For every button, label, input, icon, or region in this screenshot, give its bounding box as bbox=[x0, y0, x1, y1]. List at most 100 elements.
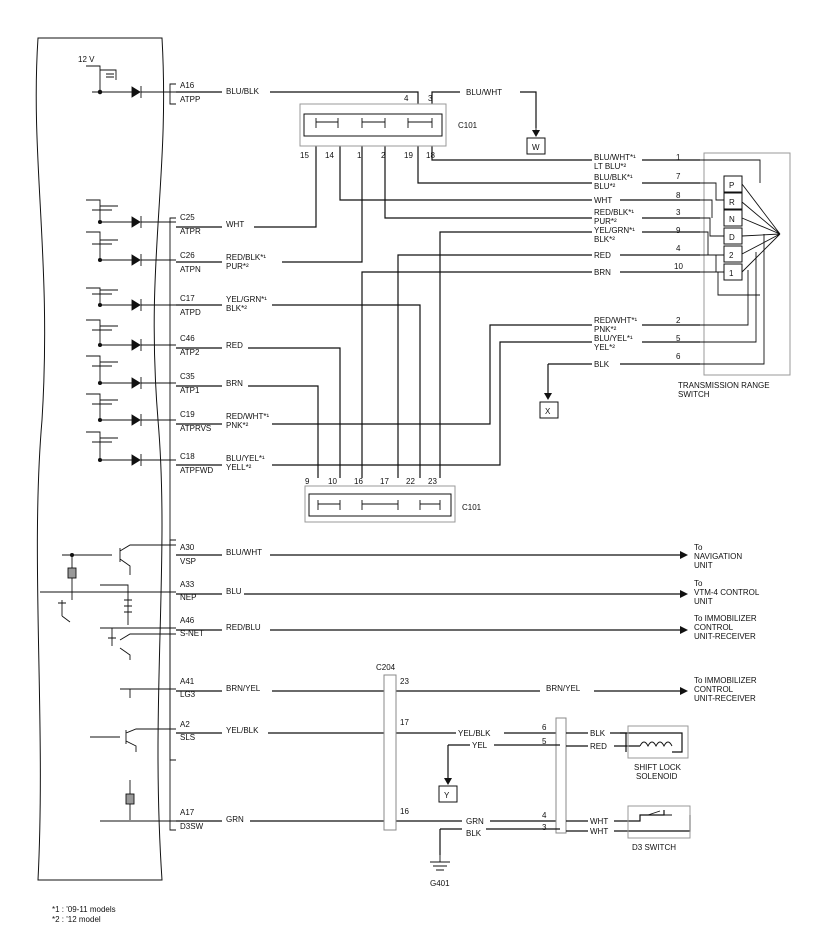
ground-icon bbox=[430, 855, 450, 871]
c101-top-wire3: BLU/WHT bbox=[466, 88, 502, 97]
trs-wire-9: YEL/GRN*¹ bbox=[594, 226, 635, 235]
w-ref-box bbox=[526, 137, 546, 155]
y-ref-label: Y bbox=[444, 791, 450, 800]
sl-wire-yel: YEL bbox=[472, 741, 488, 750]
wires-middle bbox=[176, 231, 700, 478]
c204-pin17: 17 bbox=[400, 718, 409, 727]
y-ref-box bbox=[438, 785, 458, 803]
pin-a46: A46 bbox=[180, 616, 195, 625]
pin-a33: A33 bbox=[180, 580, 195, 589]
pin-a17-name: D3SW bbox=[180, 822, 204, 831]
trs-num-5: 5 bbox=[676, 334, 681, 343]
trs-pos-2: 2 bbox=[729, 251, 734, 260]
pin-c35: C35 bbox=[180, 372, 195, 381]
c204-wire-brnyel: BRN/YEL bbox=[546, 684, 581, 693]
wire-c17: YEL/GRN*¹ bbox=[226, 295, 267, 304]
trs-wire-5b: YEL*² bbox=[594, 343, 615, 352]
d3-title: D3 SWITCH bbox=[632, 843, 676, 852]
trs-num-10: 10 bbox=[674, 262, 683, 271]
pin-c46-name: ATP2 bbox=[180, 348, 200, 357]
trs-wire-8: WHT bbox=[594, 196, 612, 205]
pin-c17-name: ATPD bbox=[180, 308, 201, 317]
d3-wire-grn: GRN bbox=[466, 817, 484, 826]
d3-switch-box bbox=[627, 805, 691, 839]
supply-circuit bbox=[86, 65, 176, 98]
trs-wire-4: RED bbox=[594, 251, 611, 260]
sl-pin6: 6 bbox=[542, 723, 547, 732]
pin-a46-name: S-NET bbox=[180, 629, 204, 638]
pin-a2-name: SLS bbox=[180, 733, 195, 742]
dest-nav-2: NAVIGATION bbox=[694, 552, 742, 561]
c101-top-pin19: 19 bbox=[404, 151, 413, 160]
wire-c35: BRN bbox=[226, 379, 243, 388]
pin-c35-name: ATP1 bbox=[180, 386, 200, 395]
pin-a33-name: NEP bbox=[180, 593, 196, 602]
c101-top bbox=[299, 103, 447, 147]
sl-out6: BLK bbox=[590, 729, 606, 738]
trs-num-3: 3 bbox=[676, 208, 681, 217]
dest-imm1-3: UNIT-RECEIVER bbox=[694, 632, 756, 641]
wire-a46: RED/BLU bbox=[226, 623, 261, 632]
trs-box bbox=[703, 152, 791, 376]
trs-wire-6: BLK bbox=[594, 360, 610, 369]
d3-pin3: 3 bbox=[542, 823, 547, 832]
c101-top-pin1: 1 bbox=[357, 151, 362, 160]
dest-imm1-1: To IMMOBILIZER bbox=[694, 614, 757, 623]
wires-top bbox=[176, 91, 700, 263]
trs-wire-5: BLU/YEL*¹ bbox=[594, 334, 633, 343]
ecm-pin-brackets bbox=[169, 83, 176, 831]
trs-num-7: 7 bbox=[676, 172, 681, 181]
pin-c25-name: ATPR bbox=[180, 227, 201, 236]
c101-bottom-label: C101 bbox=[462, 503, 482, 512]
wire-c26-2: PUR*² bbox=[226, 262, 249, 271]
trs-pos-n: N bbox=[729, 215, 735, 224]
trs-internal bbox=[700, 159, 781, 365]
dest-imm1-2: CONTROL bbox=[694, 623, 734, 632]
trs-wire-7b: BLU*² bbox=[594, 182, 616, 191]
wire-c25: WHT bbox=[226, 220, 244, 229]
trs-wire-3b: PUR*² bbox=[594, 217, 617, 226]
d3-switch-icon bbox=[647, 810, 672, 816]
dest-vtm-2: VTM-4 CONTROL bbox=[694, 588, 760, 597]
supply-label: 12 V bbox=[78, 55, 95, 64]
trs-wire-3: RED/BLK*¹ bbox=[594, 208, 634, 217]
sl-pin5: 5 bbox=[542, 737, 547, 746]
c101-top-pin15: 15 bbox=[300, 151, 309, 160]
pin-c26: C26 bbox=[180, 251, 195, 260]
d3-out4: WHT bbox=[590, 817, 608, 826]
sl-wire-in: YEL/BLK bbox=[458, 729, 491, 738]
pin-a16-name: ATPP bbox=[180, 95, 200, 104]
c204-label: C204 bbox=[376, 663, 396, 672]
wire-c19: RED/WHT*¹ bbox=[226, 412, 269, 421]
wires-outputs bbox=[176, 554, 680, 822]
trs-num-2: 2 bbox=[676, 316, 681, 325]
output-arrows bbox=[680, 551, 688, 695]
c101-bottom-pin22: 22 bbox=[406, 477, 415, 486]
trs-num-6: 6 bbox=[676, 352, 681, 361]
c101-top-pin14: 14 bbox=[325, 151, 334, 160]
c204-pin16: 16 bbox=[400, 807, 409, 816]
c101-bottom-pin16: 16 bbox=[354, 477, 363, 486]
wire-a16: BLU/BLK bbox=[226, 87, 260, 96]
shift-lock-connector bbox=[555, 717, 567, 834]
wire-a17: GRN bbox=[226, 815, 244, 824]
dest-vtm-3: UNIT bbox=[694, 597, 713, 606]
pin-c18: C18 bbox=[180, 452, 195, 461]
pin-c19-name: ATPRVS bbox=[180, 424, 211, 433]
dest-nav-1: To bbox=[694, 543, 703, 552]
trs-pos-p: P bbox=[729, 181, 734, 190]
trs-num-4: 4 bbox=[676, 244, 681, 253]
pin-c17: C17 bbox=[180, 294, 195, 303]
trs-wire-9b: BLK*² bbox=[594, 235, 615, 244]
c101-top-pin2: 2 bbox=[381, 151, 386, 160]
c204-connector bbox=[383, 674, 397, 831]
trs-wire-1: BLU/WHT*¹ bbox=[594, 153, 636, 162]
sl-out5: RED bbox=[590, 742, 607, 751]
wire-a41: BRN/YEL bbox=[226, 684, 261, 693]
note-2: *2 : '12 model bbox=[52, 915, 101, 924]
pin-a30: A30 bbox=[180, 543, 195, 552]
wire-c17-2: BLK*² bbox=[226, 304, 247, 313]
x-ref-label: X bbox=[545, 407, 551, 416]
